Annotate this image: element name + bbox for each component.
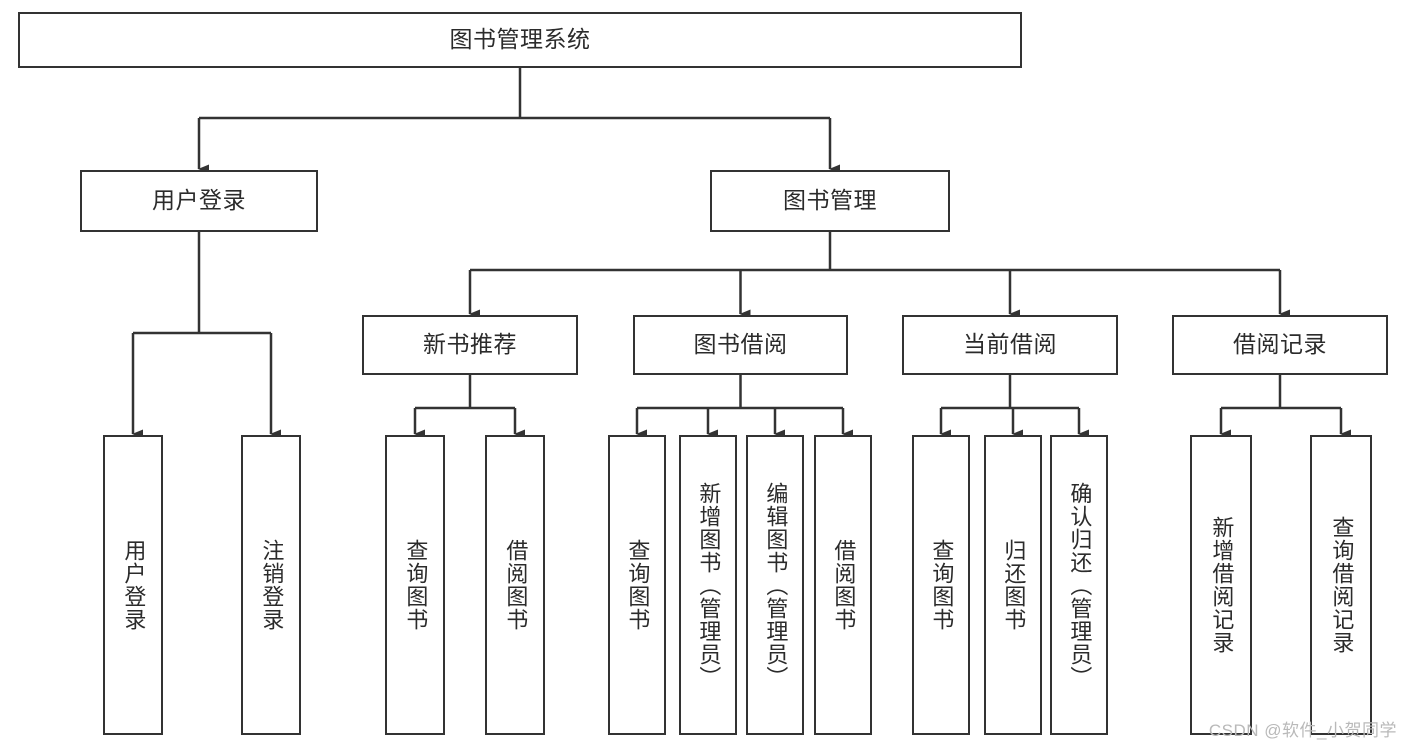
node-label: 借阅记录 — [1233, 331, 1327, 358]
node-label: 注销登录 — [259, 539, 285, 631]
node-leaf-return-book[interactable]: 归还图书 — [984, 435, 1042, 735]
node-leaf-query-book-2[interactable]: 查询图书 — [608, 435, 666, 735]
node-leaf-query-book-3[interactable]: 查询图书 — [912, 435, 970, 735]
node-book-borrow[interactable]: 图书借阅 — [633, 315, 848, 375]
node-label: 查询图书 — [625, 539, 651, 631]
node-new-book-recommend[interactable]: 新书推荐 — [362, 315, 578, 375]
node-borrow-record[interactable]: 借阅记录 — [1172, 315, 1388, 375]
node-book-management[interactable]: 图书管理 — [710, 170, 950, 232]
node-label: 查询图书 — [929, 539, 955, 631]
node-user-login[interactable]: 用户登录 — [80, 170, 318, 232]
node-leaf-borrow-book-2[interactable]: 借阅图书 — [814, 435, 872, 735]
node-label: 新增图书（管理员） — [696, 481, 722, 689]
node-label: 确认归还（管理员） — [1067, 481, 1093, 689]
node-leaf-user-login[interactable]: 用户登录 — [103, 435, 163, 735]
node-label: 图书管理 — [783, 187, 877, 214]
node-label: 用户登录 — [152, 187, 246, 214]
node-leaf-user-logout[interactable]: 注销登录 — [241, 435, 301, 735]
node-label: 图书借阅 — [693, 331, 788, 358]
node-label: 归还图书 — [1001, 539, 1027, 631]
csdn-watermark: CSDN @软件_小贺同学 — [1208, 721, 1397, 740]
node-label: 编辑图书（管理员） — [763, 481, 789, 689]
node-label: 图书管理系统 — [449, 26, 591, 53]
node-leaf-edit-book[interactable]: 编辑图书（管理员） — [746, 435, 804, 735]
node-label: 新增借阅记录 — [1209, 516, 1235, 654]
node-leaf-add-record[interactable]: 新增借阅记录 — [1190, 435, 1252, 735]
node-current-borrow[interactable]: 当前借阅 — [902, 315, 1118, 375]
node-label: 新书推荐 — [423, 331, 517, 358]
node-label: 当前借阅 — [963, 331, 1057, 358]
node-root[interactable]: 图书管理系统 — [18, 12, 1022, 68]
node-leaf-query-book-1[interactable]: 查询图书 — [385, 435, 445, 735]
node-leaf-borrow-book-1[interactable]: 借阅图书 — [485, 435, 545, 735]
node-label: 用户登录 — [121, 539, 147, 631]
node-label: 查询借阅记录 — [1329, 516, 1355, 654]
node-label: 查询图书 — [403, 539, 429, 631]
node-leaf-confirm-return[interactable]: 确认归还（管理员） — [1050, 435, 1108, 735]
node-label: 借阅图书 — [831, 539, 857, 631]
node-leaf-add-book[interactable]: 新增图书（管理员） — [679, 435, 737, 735]
node-label: 借阅图书 — [503, 539, 529, 631]
node-leaf-query-record[interactable]: 查询借阅记录 — [1310, 435, 1372, 735]
